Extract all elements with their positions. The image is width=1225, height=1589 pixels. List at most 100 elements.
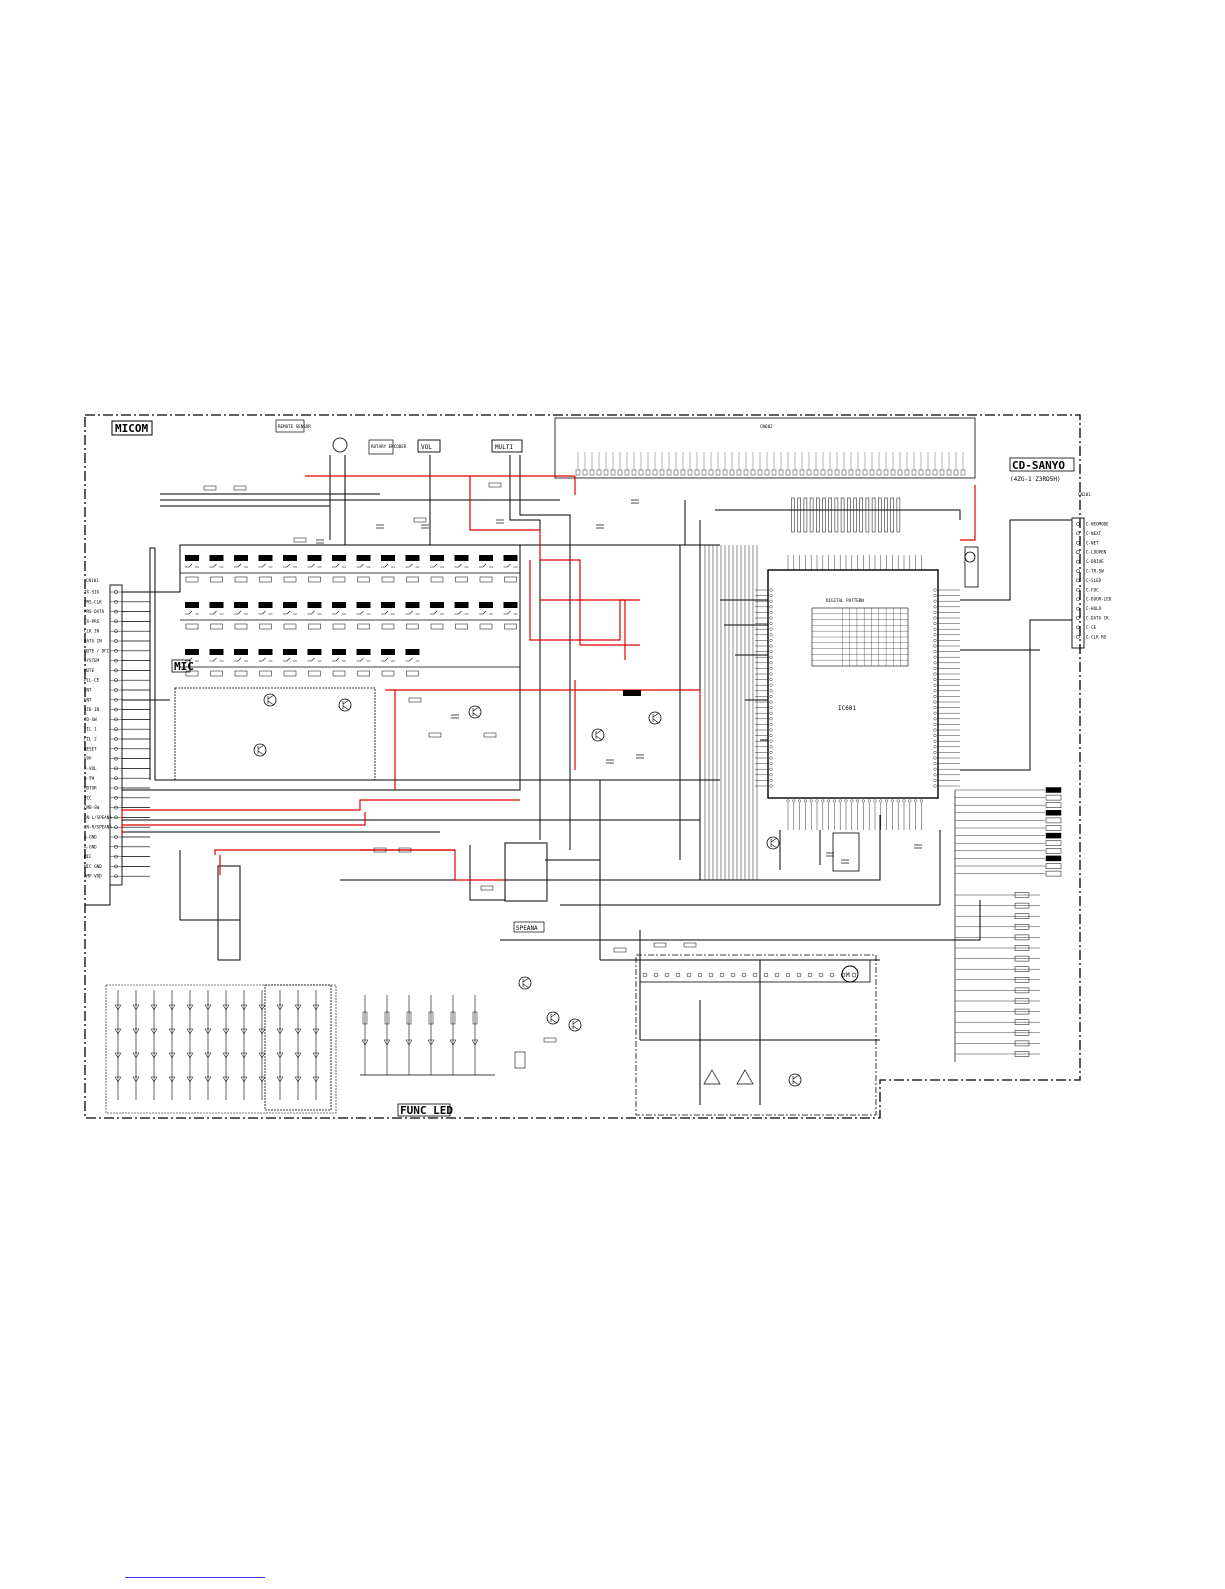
resistor bbox=[613, 947, 627, 953]
left-pin-dot bbox=[114, 746, 118, 751]
remote-sensor-box bbox=[275, 419, 305, 433]
left-pin-dot bbox=[114, 835, 118, 839]
top-pin bbox=[911, 469, 917, 476]
right-pin-label: C-CE bbox=[1086, 625, 1097, 630]
mcu-pin-pad bbox=[933, 706, 937, 710]
funcled-title: FUNC LED bbox=[400, 1104, 453, 1117]
led-diode bbox=[276, 1004, 284, 1011]
switch-diode bbox=[210, 576, 223, 583]
left-pin-label: R-SW bbox=[84, 776, 95, 781]
diode-body bbox=[1045, 863, 1062, 869]
mcu-pin-pad bbox=[809, 799, 813, 803]
top-header-pins bbox=[575, 452, 966, 476]
left-pin-dot bbox=[114, 874, 118, 879]
key-switch-contact bbox=[209, 610, 224, 615]
key-switch-cap bbox=[185, 649, 199, 655]
left-pin-dot bbox=[114, 707, 118, 712]
right-pin-label: C-NEOMODE bbox=[1086, 522, 1109, 527]
device-title-box bbox=[1009, 457, 1075, 472]
driver-pin bbox=[686, 972, 692, 978]
mcu-pin-pad bbox=[769, 644, 773, 648]
driver-pin bbox=[741, 972, 747, 978]
switch-diode bbox=[259, 576, 272, 583]
led-diode bbox=[258, 1004, 266, 1011]
mcu-pin-pad bbox=[933, 739, 937, 743]
mcu-pin-pad bbox=[933, 678, 937, 682]
led-diode bbox=[294, 1028, 302, 1035]
key-switch-matrix bbox=[180, 555, 520, 677]
key-switch-cap bbox=[356, 602, 371, 608]
mcu-pin-pad bbox=[908, 799, 912, 803]
mcu-pin-pad bbox=[815, 799, 819, 803]
power-wire bbox=[121, 799, 520, 820]
led-diode bbox=[312, 1052, 320, 1059]
key-switch-cap bbox=[185, 555, 199, 561]
switch-diode bbox=[406, 670, 419, 677]
pullup-resistor bbox=[865, 497, 870, 533]
transistor-leads bbox=[472, 706, 480, 718]
pullup-resistor bbox=[791, 497, 795, 533]
key-switch-cap bbox=[381, 602, 395, 608]
mcu-pin-pad bbox=[769, 616, 773, 620]
mcu-pin-pad bbox=[933, 599, 937, 603]
mcu-pin-pad bbox=[803, 799, 807, 803]
signal-wire bbox=[560, 815, 881, 881]
mcu-pin-pad bbox=[933, 784, 937, 788]
right-pin-dot bbox=[1076, 625, 1080, 630]
right-pin-label: C-FOC bbox=[1086, 587, 1099, 592]
top-pin bbox=[701, 469, 707, 476]
left-pin-label: MUTE / DFC bbox=[84, 648, 110, 653]
mcu-pin-pad bbox=[933, 610, 937, 614]
key-switch-contact bbox=[503, 563, 518, 568]
right-pin-dot bbox=[1076, 550, 1080, 555]
mcu-pin-pad bbox=[890, 799, 894, 803]
mcu-pin-pad bbox=[850, 799, 854, 803]
top-header-connector bbox=[554, 417, 976, 479]
led-diode bbox=[132, 1076, 140, 1083]
led-diode bbox=[312, 1004, 320, 1011]
right-connector bbox=[1071, 517, 1085, 649]
power-wire bbox=[360, 849, 505, 881]
transistor-body bbox=[568, 1018, 582, 1032]
switch-diode bbox=[259, 670, 272, 677]
key-switch-contact bbox=[503, 610, 518, 615]
mcu-pin-pad bbox=[769, 633, 773, 637]
left-pin-dot bbox=[114, 864, 118, 869]
key-switch-contact bbox=[430, 610, 444, 615]
resistor bbox=[373, 847, 387, 853]
footer-underline-link[interactable] bbox=[125, 1577, 265, 1578]
key-switch-cap bbox=[234, 602, 248, 608]
key-switch-contact bbox=[209, 657, 224, 662]
pullup-resistor bbox=[859, 497, 863, 533]
led-diode bbox=[258, 1028, 266, 1035]
key-switch-cap bbox=[258, 555, 273, 561]
switch-diode bbox=[283, 670, 297, 677]
led-diode bbox=[186, 1028, 194, 1035]
funcled-diode bbox=[383, 1039, 391, 1046]
key-switch-cap bbox=[209, 555, 224, 561]
diode-body bbox=[1045, 855, 1062, 862]
funcled-diode bbox=[361, 1039, 369, 1046]
top-pin bbox=[687, 469, 693, 476]
mic-title: MIC bbox=[174, 660, 194, 673]
right-pin-dot bbox=[1076, 634, 1080, 639]
pullup-resistor bbox=[847, 497, 851, 533]
mcu-pin-pad bbox=[769, 711, 773, 715]
diode-body bbox=[1014, 977, 1030, 983]
left-pin-label: IN-R/SPEANA bbox=[84, 825, 112, 830]
mcu-pin-pad bbox=[933, 588, 937, 592]
mcu-pin-pad bbox=[933, 717, 937, 721]
left-pin-dot bbox=[114, 844, 118, 849]
mcu-pin-pad bbox=[769, 672, 773, 676]
diode-body bbox=[1014, 987, 1030, 994]
key-switch-contact bbox=[258, 657, 273, 662]
mcu-pin-pad bbox=[933, 689, 937, 693]
transistor-leads bbox=[595, 729, 603, 741]
opamp-symbol bbox=[703, 1069, 721, 1085]
right-pin-dot bbox=[1076, 559, 1080, 564]
key-switch-contact bbox=[258, 610, 273, 615]
key-switch-contact bbox=[479, 563, 493, 568]
key-switch-contact bbox=[234, 657, 248, 662]
switch-diode bbox=[308, 623, 321, 630]
